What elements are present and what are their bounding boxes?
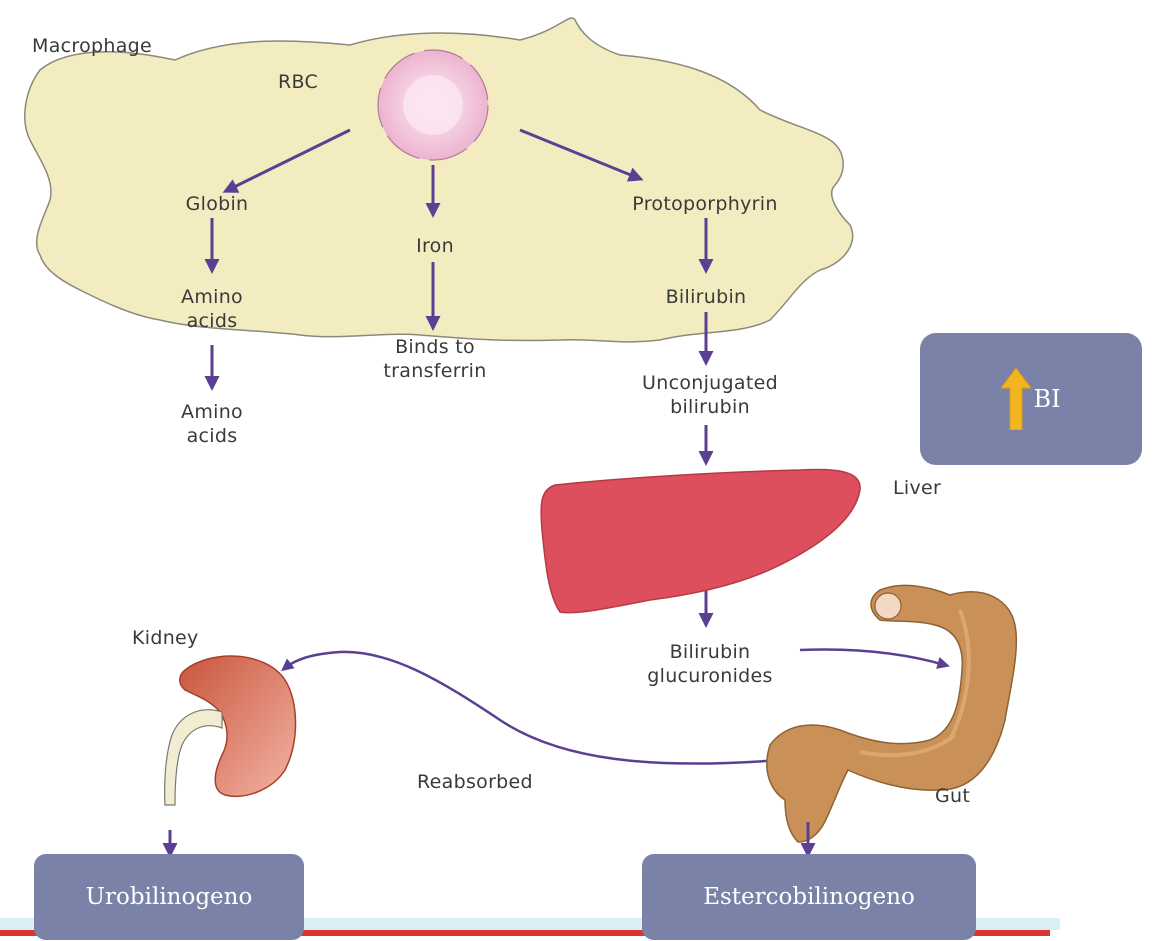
- binds-to-line2: transferrin: [355, 359, 515, 383]
- amino-acids-inner-line1: Amino: [150, 285, 274, 309]
- liver-label: Liver: [893, 476, 941, 500]
- iron-label: Iron: [380, 234, 490, 258]
- binds-to-line1: Binds to: [355, 335, 515, 359]
- amino-acids-outer-line1: Amino: [150, 400, 274, 424]
- bi-label: BI: [1033, 385, 1060, 413]
- gut-shape: [767, 585, 1017, 842]
- arrow-bg-gut: [800, 650, 945, 665]
- bilirubin-glucuronides-line2: glucuronides: [615, 664, 805, 688]
- estercobilinogeno-box: Estercobilinogeno: [642, 854, 976, 940]
- protoporphyrin-label: Protoporphyrin: [578, 192, 832, 216]
- globin-label: Globin: [162, 192, 272, 216]
- amino-acids-inner-line2: acids: [150, 309, 274, 333]
- up-arrow-icon: [1001, 368, 1031, 430]
- macrophage-label: Macrophage: [32, 34, 152, 58]
- amino-acids-outer-line2: acids: [150, 424, 274, 448]
- gut-label: Gut: [935, 784, 970, 808]
- bilirubin-glucuronides-line1: Bilirubin: [615, 640, 805, 664]
- rbc-label: RBC: [278, 70, 318, 94]
- unconjugated-line1: Unconjugated: [600, 371, 820, 395]
- kidney-label: Kidney: [132, 626, 199, 650]
- unconjugated-line2: bilirubin: [600, 395, 820, 419]
- ureter: [165, 710, 222, 805]
- liver-shape: [541, 470, 860, 613]
- reabsorbed-label: Reabsorbed: [417, 770, 533, 794]
- bilirubin-label: Bilirubin: [626, 285, 786, 309]
- urobilinogeno-box: Urobilinogeno: [34, 854, 304, 940]
- bilirubin-increase-box: BI: [920, 333, 1142, 465]
